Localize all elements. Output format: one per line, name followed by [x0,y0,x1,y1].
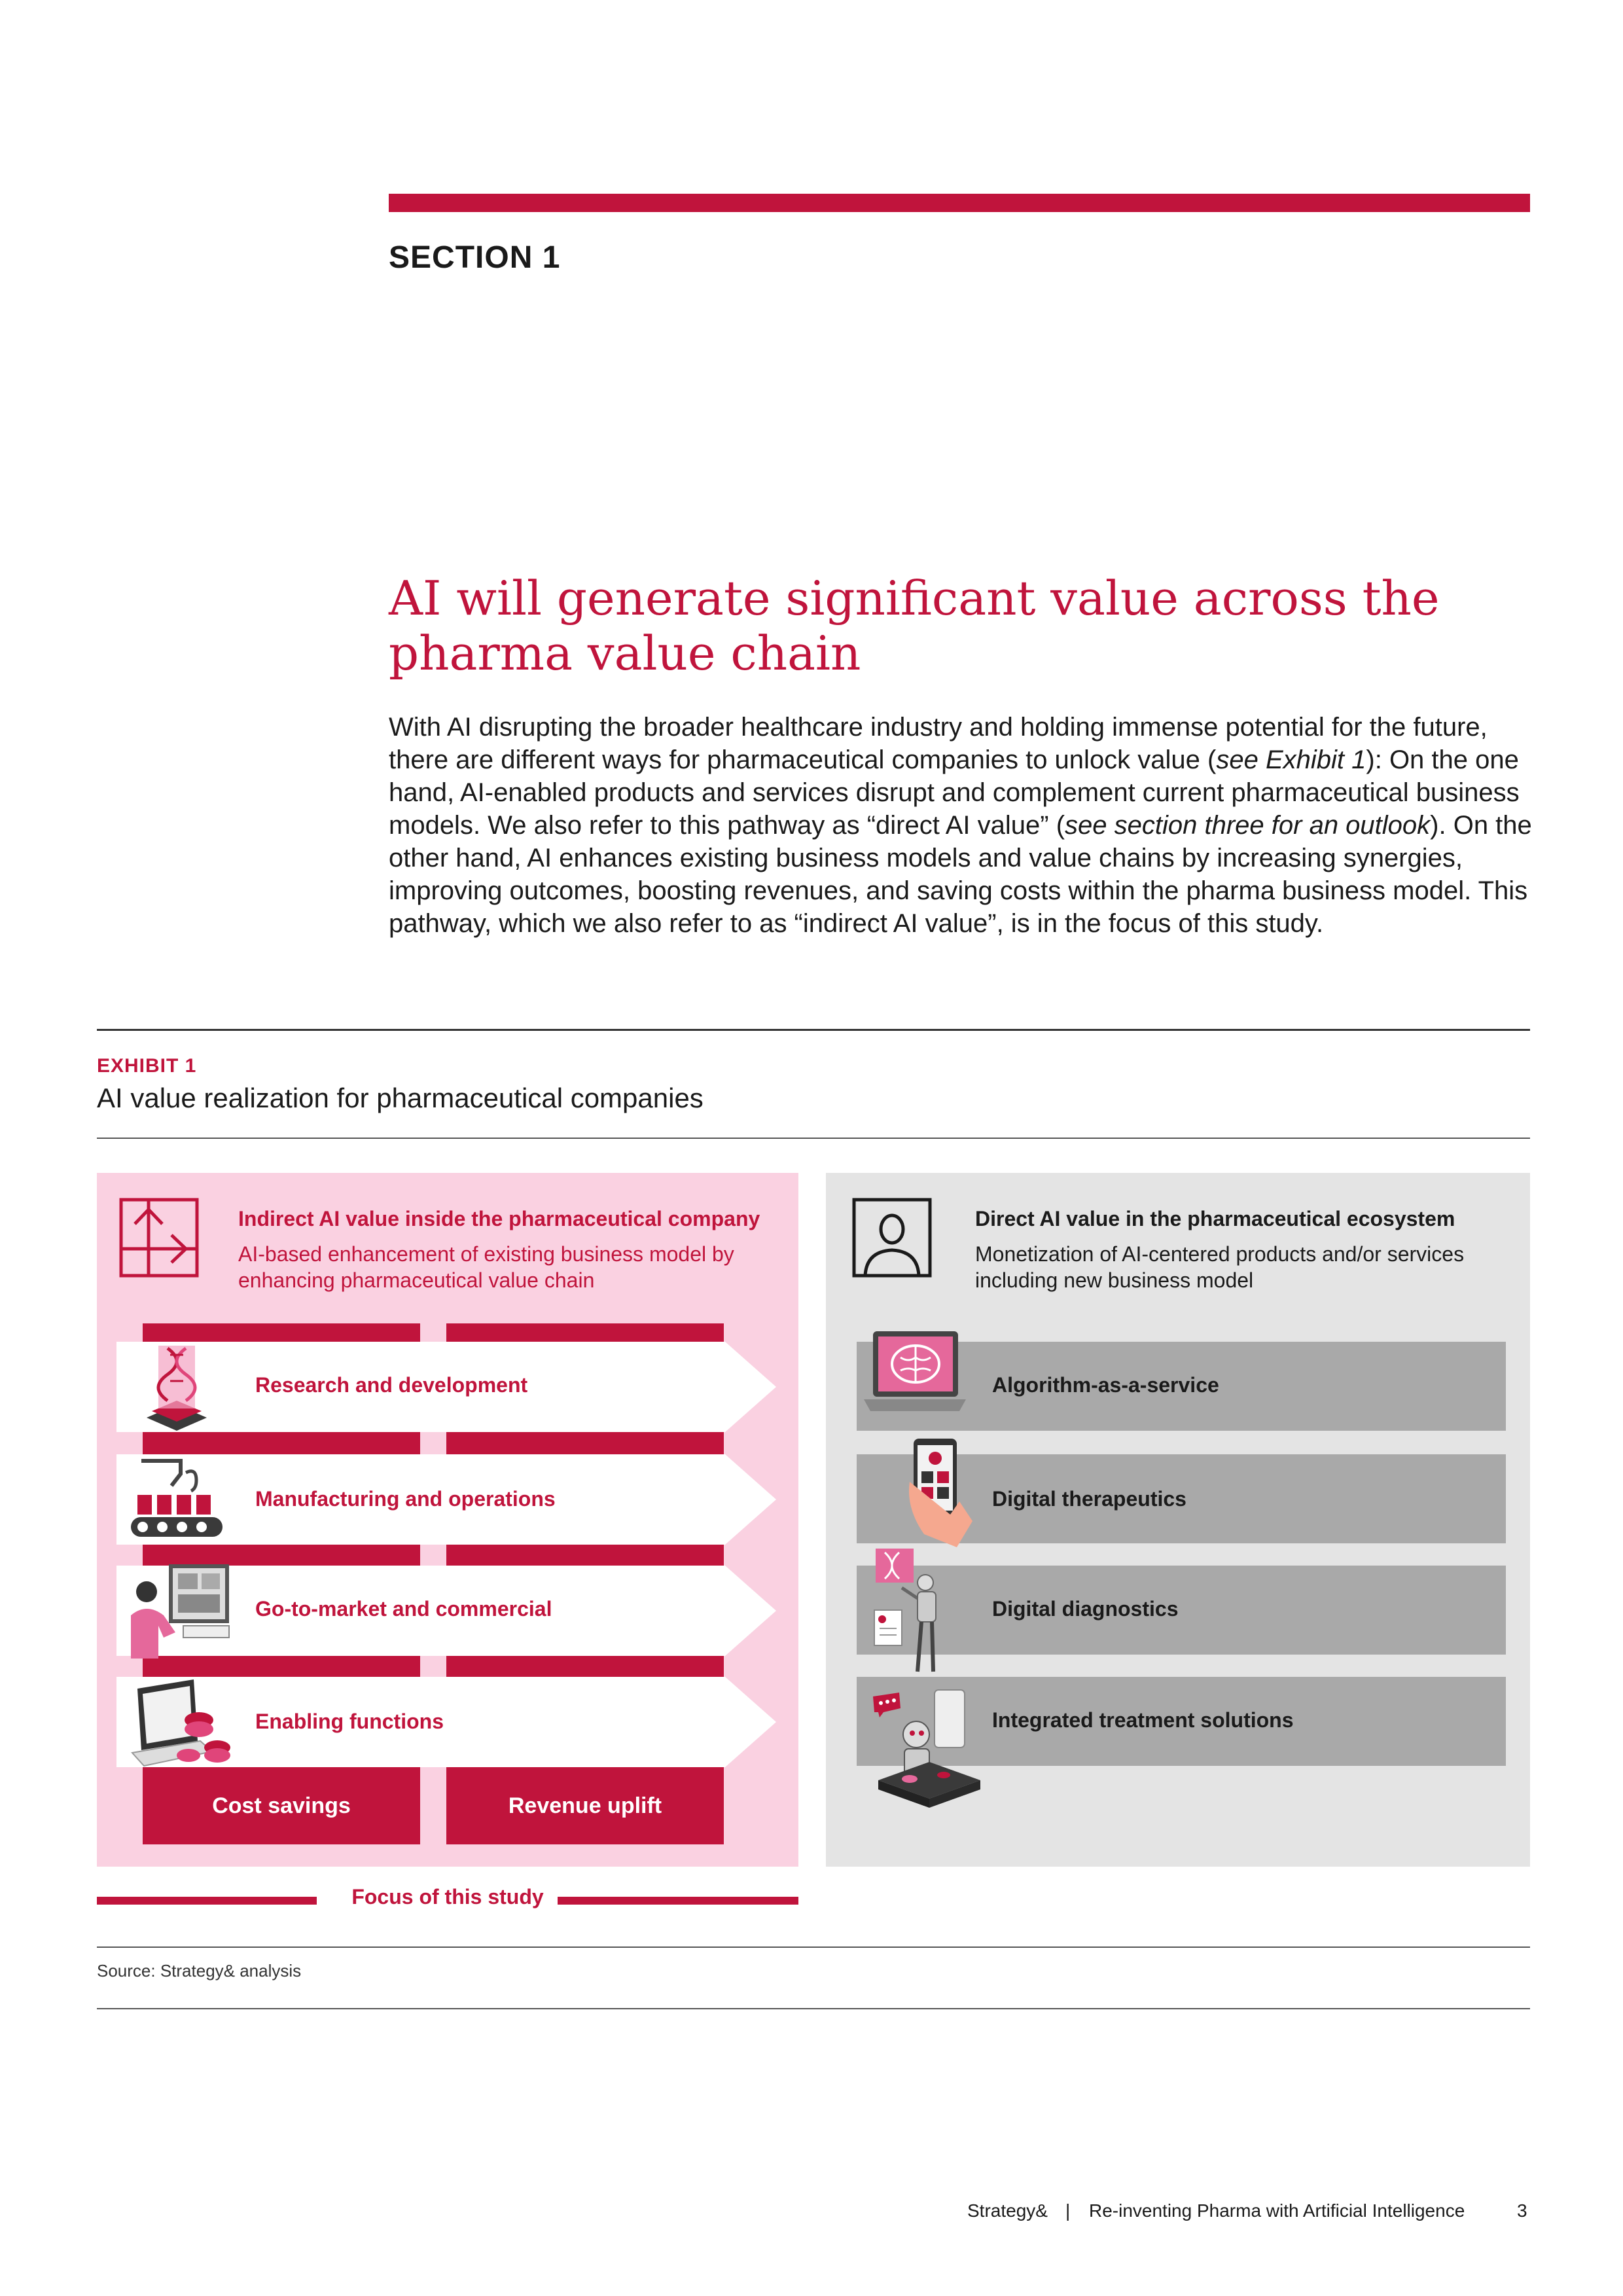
dna-icon [139,1342,215,1433]
robot-dna-icon [870,1546,952,1677]
row-label-digital-therapeutics: Digital therapeutics [992,1487,1186,1511]
intro-ref-exhibit: see Exhibit 1 [1216,745,1366,774]
phone-app-icon [904,1436,976,1550]
row-label-algorithm-as-a-service: Algorithm-as-a-service [992,1373,1219,1397]
focus-line-left [97,1897,317,1905]
indirect-value-subtitle: AI-based enhancement of existing busines… [238,1242,734,1292]
value-chain-arrow-row [116,1342,776,1432]
exhibit-title-rule [97,1138,1530,1139]
direct-value-row [857,1342,1506,1431]
intro-text-3: ). On the other hand, AI enhances existi… [389,811,1532,938]
footer-publication: Re-inventing Pharma with Artificial Inte… [1089,2200,1465,2221]
intro-paragraph: With AI disrupting the broader healthcar… [389,711,1535,940]
row-label-manufacturing: Manufacturing and operations [255,1487,556,1511]
exhibit-top-rule [97,1029,1530,1031]
section-accent-bar [389,194,1530,212]
row-label-go-to-market: Go-to-market and commercial [255,1597,552,1621]
section-label: SECTION 1 [389,240,561,275]
value-chain-arrow-row [116,1566,776,1656]
direct-value-row [857,1566,1506,1655]
intro-text-1: With AI disrupting the broader healthcar… [389,713,1488,774]
focus-line-right [558,1897,798,1905]
direct-value-subtitle: Monetization of AI-centered products and… [975,1242,1465,1292]
exhibit-label: EXHIBIT 1 [97,1055,197,1077]
value-chain-arrow-row [116,1677,776,1767]
source-bottom-rule [97,2008,1530,2009]
footer-brand: Strategy& [967,2200,1048,2221]
focus-label: Focus of this study [351,1885,544,1909]
revenue-uplift-label: Revenue uplift [446,1767,724,1844]
value-chain-arrow-row [116,1454,776,1545]
person-at-screen-icon [124,1560,236,1665]
row-label-integrated-treatment: Integrated treatment solutions [992,1708,1294,1732]
page-number: 3 [1517,2200,1527,2221]
direct-value-heading: Direct AI value in the pharmaceutical ec… [975,1207,1455,1230]
intro-text-2: ): On the one hand, AI-enabled products … [389,745,1520,840]
exhibit-title: AI value realization for pharmaceutical … [97,1083,704,1113]
page-headline: AI will generate significant value acros… [389,571,1440,681]
row-label-research: Research and development [255,1373,528,1397]
conveyor-icon [128,1454,226,1545]
person-frame-icon [852,1198,932,1278]
value-chain-arrows-icon [119,1198,199,1278]
laptop-brain-icon [861,1329,969,1416]
indirect-value-heading: Indirect AI value inside the pharmaceuti… [238,1207,760,1230]
cost-savings-label: Cost savings [143,1767,420,1844]
source-top-rule [97,1946,1530,1948]
row-label-enabling-functions: Enabling functions [255,1710,444,1733]
robot-platform-icon [870,1689,988,1813]
source-note: Source: Strategy& analysis [97,1961,302,1981]
intro-ref-section: see section three for an outlook [1065,811,1431,840]
footer-separator: | [1065,2200,1071,2221]
row-label-digital-diagnostics: Digital diagnostics [992,1597,1179,1621]
laptop-coins-icon [128,1676,233,1774]
